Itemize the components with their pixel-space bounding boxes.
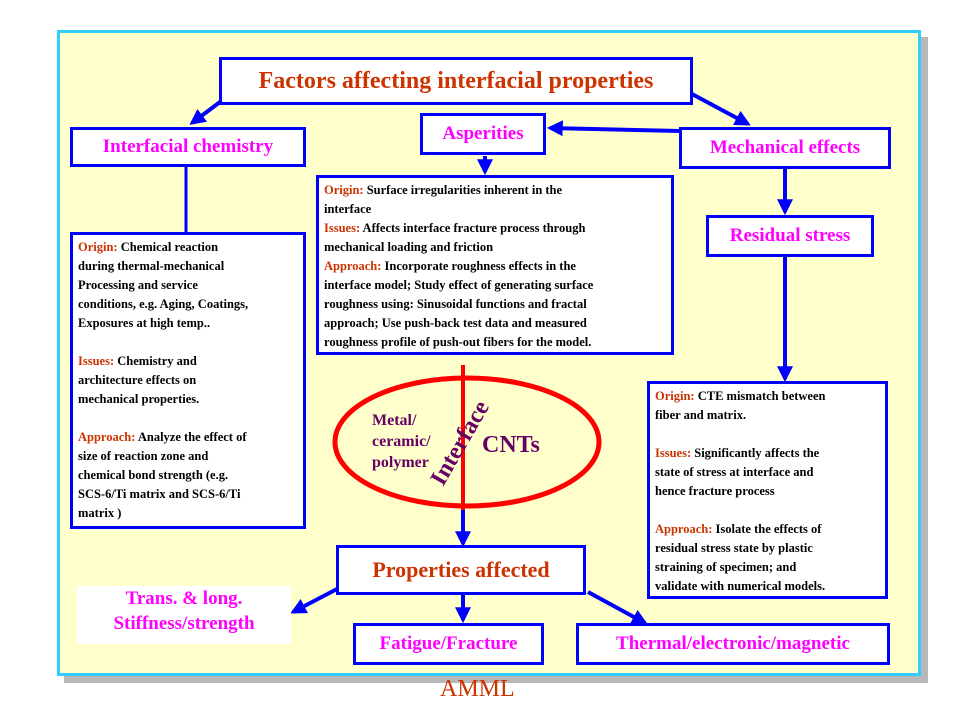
chemistry-issues-line: Chemistry and (114, 354, 197, 368)
diagram-title: Factors affecting interfacial properties (219, 57, 693, 105)
asperities-detail: Origin: Surface irregularities inherent … (316, 175, 674, 355)
residual-issues-line: hence fracture process (655, 484, 775, 498)
stiffness-strength-node: Trans. & long. Stiffness/strength (77, 586, 291, 644)
footer-logo-text: AMML (440, 676, 515, 702)
residual-stress-node: Residual stress (706, 215, 874, 257)
residual-origin-line: fiber and matrix. (655, 408, 747, 422)
asperities-origin-line: Surface irregularities inherent in the (363, 183, 563, 197)
chemistry-issues-line: architecture effects on (78, 373, 197, 387)
chemistry-approach-line: size of reaction zone and (78, 449, 209, 463)
arrow-properties-to-thermal (587, 590, 648, 625)
properties-affected-node: Properties affected (336, 545, 586, 595)
materials-line: polymer (372, 454, 429, 471)
fatigue-fracture-node: Fatigue/Fracture (353, 623, 544, 665)
chemistry-origin-line: conditions, e.g. Aging, Coatings, (78, 297, 249, 311)
interfacial-chemistry-node: Interfacial chemistry (70, 127, 306, 167)
asperities-approach-line: approach; Use push-back test data and me… (324, 316, 587, 330)
residual-origin-label: Origin: (655, 389, 695, 403)
chemistry-approach-line: SCS-6/Ti matrix and SCS-6/Ti (78, 487, 241, 501)
spacer (78, 333, 298, 352)
chemistry-origin-line: Chemical reaction (117, 240, 219, 254)
asperities-approach-line: roughness profile of push-out fibers for… (324, 335, 592, 349)
chemistry-origin-line: Processing and service (78, 278, 198, 292)
residual-issues-line: Significantly affects the (691, 446, 820, 460)
mechanical-effects-node: Mechanical effects (679, 127, 891, 169)
interface-ellipse (332, 375, 602, 509)
stiffness-line: Stiffness/strength (113, 613, 255, 634)
residual-stress-detail: Origin: CTE mismatch between fiber and m… (647, 381, 888, 599)
asperities-approach-line: interface model; Study effect of generat… (324, 278, 594, 292)
thermal-electronic-magnetic-node: Thermal/electronic/magnetic (576, 623, 890, 665)
chemistry-approach-line: matrix ) (78, 506, 122, 520)
asperities-origin-label: Origin: (324, 183, 364, 197)
chemistry-issues-label: Issues: (78, 354, 115, 368)
asperities-approach-line: Incorporate roughness effects in the (381, 259, 576, 273)
materials-label: Metal/ ceramic/ polymer (372, 410, 431, 473)
residual-origin-line: CTE mismatch between (694, 389, 826, 403)
spacer (655, 501, 880, 520)
residual-issues-label: Issues: (655, 446, 692, 460)
residual-approach-line: Isolate the effects of (712, 522, 822, 536)
chemistry-detail: Origin: Chemical reaction during thermal… (70, 232, 306, 529)
spacer (78, 409, 298, 428)
chemistry-origin-label: Origin: (78, 240, 118, 254)
residual-approach-label: Approach: (655, 522, 713, 536)
asperities-issues-label: Issues: (324, 221, 361, 235)
chemistry-approach-line: Analyze the effect of (135, 430, 247, 444)
residual-issues-line: state of stress at interface and (655, 465, 814, 479)
residual-approach-line: residual stress state by plastic (655, 541, 813, 555)
asperities-issues-line: mechanical loading and friction (324, 240, 494, 254)
chemistry-issues-line: mechanical properties. (78, 392, 200, 406)
cnts-label: CNTs (482, 432, 540, 458)
asperities-approach-label: Approach: (324, 259, 382, 273)
arrow-mechanical-to-asperities (546, 120, 681, 137)
stiffness-line: Trans. & long. (125, 588, 243, 609)
asperities-issues-line: Affects interface fracture process throu… (360, 221, 586, 235)
arrow-title-to-mechanical (691, 92, 751, 126)
asperities-node: Asperities (420, 113, 546, 155)
materials-line: Metal/ (372, 412, 417, 429)
residual-approach-line: straining of specimen; and (655, 560, 797, 574)
asperities-approach-line: roughness using: Sinusoidal functions an… (324, 297, 587, 311)
materials-line: ceramic/ (372, 433, 431, 450)
chemistry-origin-line: during thermal-mechanical (78, 259, 225, 273)
asperities-origin-line: interface (324, 202, 372, 216)
chemistry-approach-label: Approach: (78, 430, 136, 444)
residual-approach-line: validate with numerical models. (655, 579, 826, 593)
arrow-properties-to-stiffness (290, 587, 338, 614)
spacer (655, 425, 880, 444)
chemistry-origin-line: Exposures at high temp.. (78, 316, 211, 330)
chemistry-approach-line: chemical bond strength (e.g. (78, 468, 229, 482)
